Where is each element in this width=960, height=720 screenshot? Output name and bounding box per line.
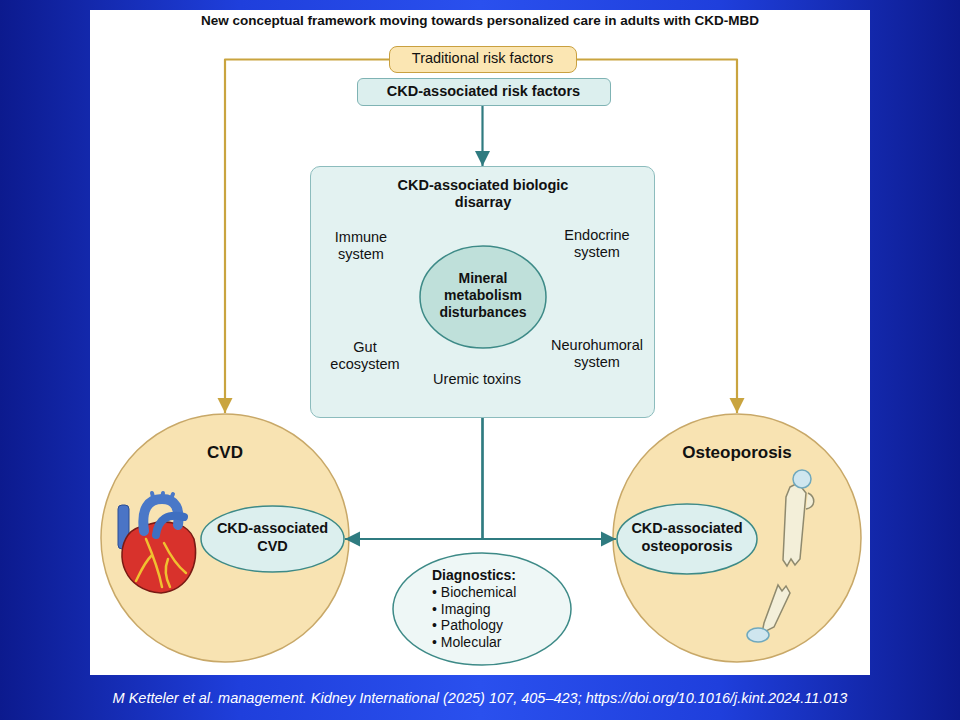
connector-arrow <box>345 418 483 539</box>
risk-factor-box: CKD-associated risk factors <box>357 78 611 106</box>
coronary-vessels <box>136 539 186 587</box>
femur-head <box>793 470 811 488</box>
aorta-branches <box>152 493 173 501</box>
ellipse-shape <box>420 246 546 348</box>
outcome-circle: OsteoporosisCKD-associated osteoporosis <box>612 413 862 663</box>
pulmonary-artery <box>156 516 184 535</box>
femur-condyle <box>747 628 769 642</box>
connector-arrow <box>483 418 617 539</box>
node-text: • Molecular <box>432 634 567 651</box>
node-heading: CKD-associated CVD <box>210 520 335 555</box>
node-text: Gut ecosystem <box>320 339 410 374</box>
node-text: Immune system <box>319 229 403 264</box>
outcome-ellipse: CKD-associated CVD <box>200 505 345 573</box>
node-text: • Imaging <box>432 601 567 618</box>
heart-illustration <box>106 493 202 597</box>
node-text: Endocrine system <box>545 227 649 262</box>
outcome-ellipse: CKD-associated osteoporosis <box>616 503 758 575</box>
femur-upper <box>783 483 806 566</box>
connector-arrow <box>481 106 483 166</box>
risk-factor-box: Traditional risk factors <box>389 46 577 73</box>
node-heading: Mineral metabolism disturbances <box>428 270 538 320</box>
node-text: • Pathology <box>432 617 567 634</box>
mineral-circle: Mineral metabolism disturbances <box>419 245 547 349</box>
node-text: Neurohumoral system <box>532 337 662 372</box>
ellipse-shape <box>201 506 344 572</box>
node-text: Uremic toxins <box>427 371 527 388</box>
femur-trochanter <box>806 493 814 509</box>
node-heading: Osteoporosis <box>612 443 862 463</box>
node-heading: CKD-associated biologic disarray <box>383 177 583 212</box>
diagnostics-ellipse: Diagnostics:• Biochemical• Imaging• Path… <box>392 552 572 666</box>
node-heading: CKD-associated risk factors <box>358 83 609 100</box>
femur-lower <box>762 585 790 633</box>
figure-caption: M Ketteler et al. management. Kidney Int… <box>20 690 940 707</box>
figure-title: New conceptual framework moving towards … <box>90 13 870 29</box>
disarray-panel: CKD-associated biologic disarrayImmune s… <box>310 166 655 418</box>
connector-arrow <box>225 60 389 414</box>
node-heading: Diagnostics: <box>432 567 567 584</box>
node-heading: CKD-associated osteoporosis <box>624 520 750 555</box>
ellipse-shape <box>617 504 757 574</box>
outcome-circle: CVD CKD-associated CVD <box>100 413 350 663</box>
node-text: • Biochemical <box>432 584 567 601</box>
ellipse-shape <box>393 553 571 665</box>
node-heading: CVD <box>100 443 350 463</box>
ellipse-shape <box>613 414 861 662</box>
ellipse-shape <box>101 414 349 662</box>
node-heading: Traditional risk factors <box>390 50 575 67</box>
connector-arrow <box>577 60 737 414</box>
